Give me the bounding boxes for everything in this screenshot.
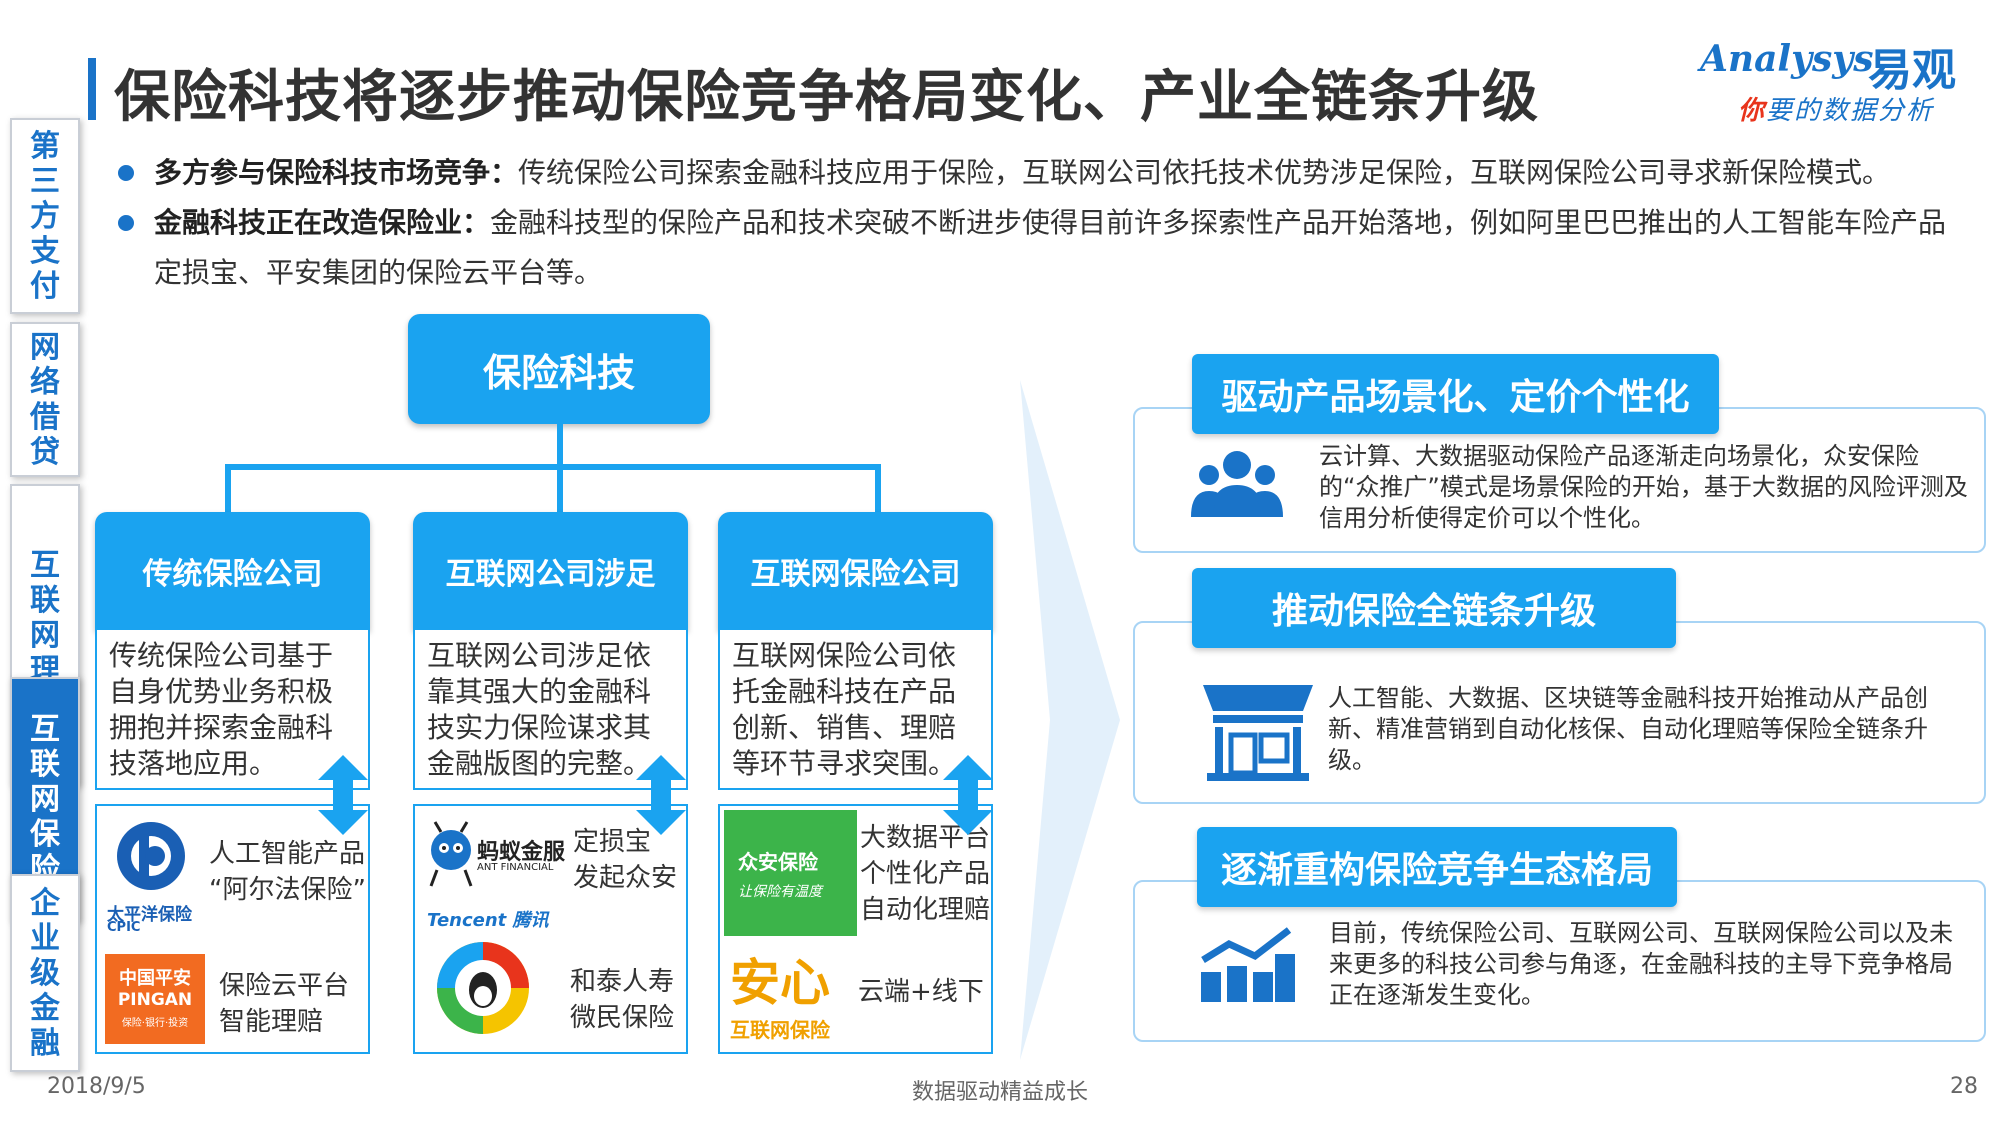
panel-competition-landscape: 目前，传统保险公司、互联网公司、互联网保险公司以及未来更多的科技公司参与角逐，在…	[1133, 880, 1986, 1042]
users-icon	[1191, 451, 1283, 517]
panel-full-chain-upgrade: 人工智能、大数据、区块链等金融科技开始推动从产品创新、精准营销到自动化核保、自动…	[1133, 621, 1986, 804]
column-head: 互联网保险公司	[718, 512, 993, 630]
double-arrow-icon	[318, 755, 368, 835]
column-logos: 太平洋保险 CPIC 人工智能产品 “阿尔法保险” 中国平安 PINGAN 保险…	[95, 804, 370, 1054]
divider-chevron-icon	[1020, 380, 1120, 1060]
tencent-logo-icon	[437, 942, 529, 1034]
tree-connector	[875, 464, 881, 514]
ant-financial-logo-icon	[429, 821, 473, 887]
title-accent-bar	[88, 58, 96, 120]
tree-connector	[225, 464, 881, 470]
page-title: 保险科技将逐步推动保险竞争格局变化、产业全链条升级	[114, 65, 1539, 130]
nav-item-enterprise-finance[interactable]: 企业级金融	[10, 874, 80, 1072]
panel-title: 驱动产品场景化、定价个性化	[1192, 354, 1719, 434]
column-description: 传统保险公司基于自身优势业务积极拥抱并探索金融科技落地应用。	[95, 630, 370, 790]
tree-root: 保险科技	[408, 314, 710, 424]
nav-item-online-lending[interactable]: 网络借贷	[10, 322, 80, 477]
column-description: 互联网保险公司依托金融科技在产品创新、销售、理赔等环节寻求突围。	[718, 630, 993, 790]
panel-title: 逐渐重构保险竞争生态格局	[1197, 827, 1677, 907]
nav-item-third-party-payment[interactable]: 第三方支付	[10, 118, 80, 314]
column-head: 传统保险公司	[95, 512, 370, 630]
tree-connector	[557, 464, 563, 514]
footer-page-number: 28	[1950, 1074, 1978, 1099]
summary-bullets: 多方参与保险科技市场竞争：传统保险公司探索金融科技应用于保险，互联网公司依托技术…	[118, 148, 1968, 298]
column-logos: 众安保险 让保险有温度 大数据平台 个性化产品 自动化理赔 安心 互联网保险 云…	[718, 804, 993, 1054]
column-head: 互联网公司涉足	[413, 512, 688, 630]
footer-date: 2018/9/5	[47, 1074, 146, 1099]
store-icon	[1203, 685, 1313, 781]
double-arrow-icon	[943, 755, 993, 835]
column-logos: 蚂蚁金服 ANT FINANCIAL 定损宝 发起众安 Tencent 腾讯 和…	[413, 804, 688, 1054]
growth-chart-icon	[1201, 927, 1295, 1002]
zhongan-logo-icon: 众安保险 让保险有温度	[724, 810, 857, 936]
panel-title: 推动保险全链条升级	[1192, 568, 1676, 648]
bullet-item: 金融科技正在改造保险业：金融科技型的保险产品和技术突破不断进步使得目前许多探索性…	[118, 198, 1968, 298]
footer-tagline: 数据驱动精益成长	[912, 1080, 1089, 1105]
tree-connector	[557, 424, 563, 468]
bullet-dot-icon	[118, 165, 134, 181]
bullet-dot-icon	[118, 215, 134, 231]
analysys-logo: Analysys 易观 你要的数据分析	[1700, 38, 1956, 126]
cpic-logo-icon	[117, 822, 185, 890]
column-description: 互联网公司涉足依靠其强大的金融科技实力保险谋求其金融版图的完整。	[413, 630, 688, 790]
tree-connector	[225, 464, 231, 514]
bullet-item: 多方参与保险科技市场竞争：传统保险公司探索金融科技应用于保险，互联网公司依托技术…	[118, 148, 1968, 198]
double-arrow-icon	[636, 755, 686, 835]
pingan-logo-icon: 中国平安 PINGAN 保险·银行·投资	[105, 954, 205, 1044]
